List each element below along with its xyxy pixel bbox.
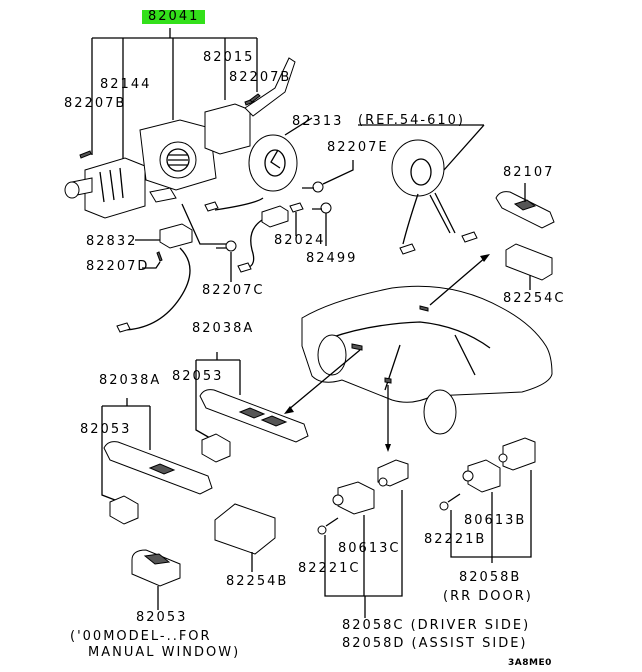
part-label-82058B[interactable]: 82058B	[459, 570, 522, 585]
column-switch	[140, 120, 216, 202]
reference-label[interactable]: (REF.54-610)	[358, 113, 465, 128]
part-label-82053-upper[interactable]: 82053	[172, 369, 224, 384]
rr-door-note: (RR DOOR)	[443, 589, 533, 604]
screw-82207B-right	[250, 94, 260, 102]
manual-window-note-line2: MANUAL WINDOW)	[88, 645, 241, 660]
part-label-82038A-lower[interactable]: 82038A	[99, 373, 162, 388]
part-label-82207B-right[interactable]: 82207B	[229, 70, 292, 85]
part-label-82053-lower[interactable]: 82053	[80, 422, 132, 437]
power-window-sub-switch-82107	[496, 183, 554, 290]
part-label-82041[interactable]: 82041	[142, 10, 206, 24]
part-label-82207E[interactable]: 82207E	[327, 140, 389, 155]
part-label-82207D[interactable]: 82207D	[86, 259, 150, 274]
screw-82207B-left	[80, 151, 91, 158]
part-label-82221C[interactable]: 82221C	[298, 561, 361, 576]
wiper-switch	[205, 58, 295, 154]
screw-82207C	[182, 204, 236, 282]
power-window-switch-manual	[132, 550, 180, 610]
part-label-82058D[interactable]: 82058D (ASSIST SIDE)	[342, 636, 528, 651]
screw-82207E	[302, 160, 353, 192]
power-window-main-switch-upper	[196, 352, 308, 462]
drawing-code: 3A8ME0	[508, 658, 552, 668]
part-label-80613B[interactable]: 80613B	[464, 513, 527, 528]
part-label-82144[interactable]: 82144	[100, 77, 152, 92]
clock-spring-ref	[358, 125, 484, 254]
clock-spring	[249, 118, 312, 191]
part-label-82254B[interactable]: 82254B	[226, 574, 289, 589]
part-label-82107[interactable]: 82107	[503, 165, 555, 180]
switch-bracket-82254B	[215, 504, 275, 572]
screw-82207D	[142, 252, 162, 268]
part-label-82832[interactable]: 82832	[86, 234, 138, 249]
part-label-82313[interactable]: 82313	[292, 114, 344, 129]
part-label-82499[interactable]: 82499	[306, 251, 358, 266]
vehicle-sedan	[284, 254, 552, 452]
manual-window-note-line1: ('00MODEL-..FOR	[70, 629, 212, 644]
sensor-82832	[117, 224, 192, 332]
power-window-main-switch-lower	[102, 398, 212, 524]
part-label-82207B-left[interactable]: 82207B	[64, 96, 127, 111]
part-label-82053-manual[interactable]: 82053	[136, 610, 188, 625]
part-label-82015[interactable]: 82015	[203, 50, 255, 65]
door-courtesy-switch-front	[318, 460, 408, 618]
part-label-82254C[interactable]: 82254C	[503, 291, 566, 306]
part-label-82221B[interactable]: 82221B	[424, 532, 487, 547]
connector-82024	[205, 198, 303, 272]
door-courtesy-switch-rear	[440, 438, 535, 563]
part-label-80613C[interactable]: 80613C	[338, 541, 401, 556]
part-label-82038A-upper[interactable]: 82038A	[192, 321, 255, 336]
lighting-switch	[65, 158, 145, 218]
part-label-82058C[interactable]: 82058C (DRIVER SIDE)	[342, 618, 531, 633]
part-label-82024[interactable]: 82024	[274, 233, 326, 248]
screw-82499	[312, 203, 331, 246]
leader-82041	[92, 28, 257, 200]
part-label-82207C[interactable]: 82207C	[202, 283, 265, 298]
